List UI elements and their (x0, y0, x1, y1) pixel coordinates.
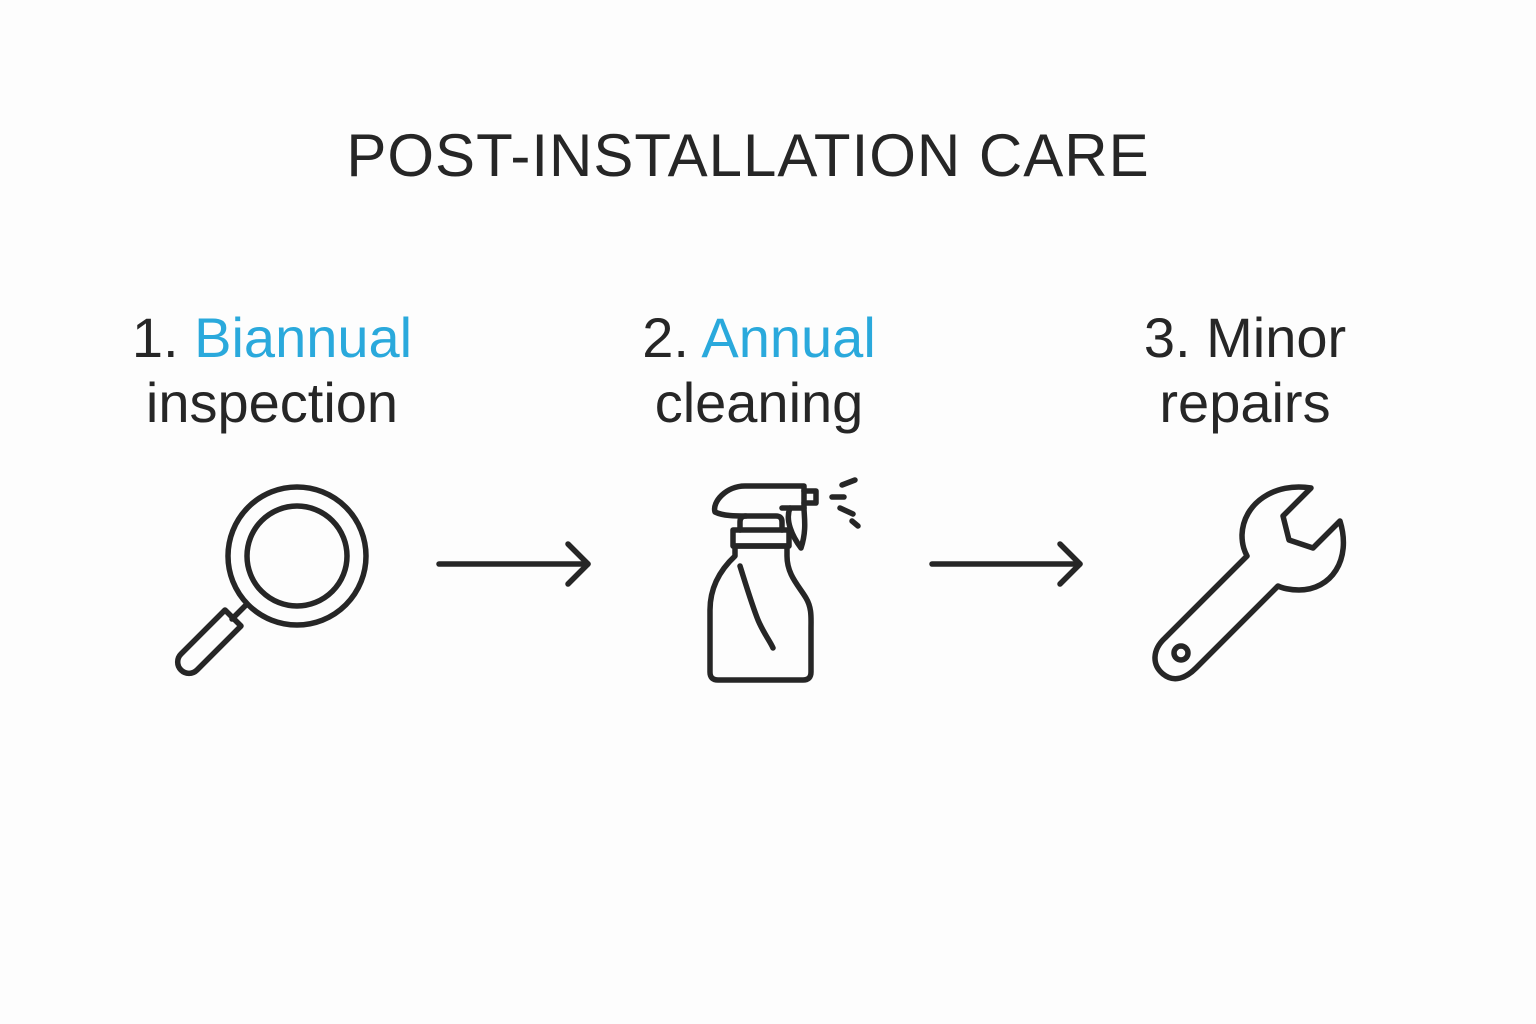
step-label: Minor (1206, 306, 1347, 369)
step-heading: 3. Minor (1045, 305, 1445, 370)
step-biannual-inspection: 1. Biannual inspection (72, 305, 472, 435)
wrench-icon (1152, 484, 1347, 682)
step-heading: 1. Biannual (72, 305, 472, 370)
magnifying-glass-icon (174, 484, 369, 677)
step-number: 1. (131, 306, 179, 369)
spray-bottle-icon (707, 477, 861, 683)
step-annual-cleaning: 2. Annual cleaning (559, 305, 959, 435)
step-description: cleaning (654, 371, 864, 434)
arrow-right-icon (436, 541, 591, 587)
arrow-right-icon (929, 541, 1083, 587)
step-heading: 2. Annual (559, 305, 959, 370)
diagram-title: POST-INSTALLATION CARE (346, 122, 1150, 189)
step-description: repairs (1159, 371, 1331, 434)
step-minor-repairs: 3. Minor repairs (1045, 305, 1445, 435)
step-number: 3. (1143, 306, 1191, 369)
step-description: inspection (145, 371, 399, 434)
step-highlight: Biannual (194, 306, 413, 369)
step-number: 2. (642, 306, 689, 369)
step-highlight: Annual (701, 306, 876, 369)
